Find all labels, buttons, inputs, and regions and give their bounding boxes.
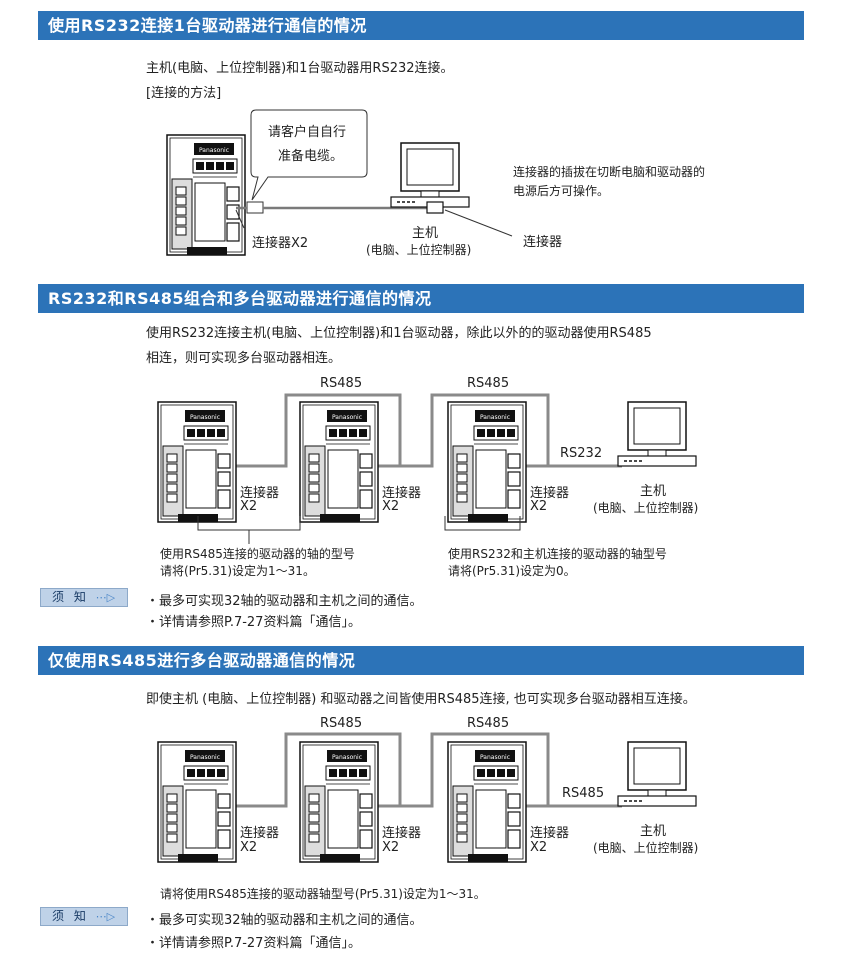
brand-label: Panasonic <box>199 147 229 154</box>
note-item: ・详情请参照P.7-27资料篇「通信」。 <box>146 936 361 951</box>
host-sub-label: (电脑、上位控制器) <box>593 501 699 515</box>
note-badge: 须 知 ⋯▷ <box>40 907 128 926</box>
computer-monitor-icon <box>390 142 470 208</box>
section1-diagram <box>166 109 513 256</box>
rs232-label: RS232 <box>560 446 603 461</box>
host-label: 主机 <box>412 226 439 241</box>
section3-intro: 即使主机 (电脑、上位控制器) 和驱动器之间皆使用RS485连接, 也可实现多台… <box>146 692 696 707</box>
connector-x2-label: 连接器X2 <box>252 236 309 251</box>
section3-caption: 请将使用RS485连接的驱动器轴型号(Pr5.31)设定为1～31。 <box>160 887 486 901</box>
section1-note-line2: 电源后方可操作。 <box>513 184 610 198</box>
rs485-label: RS485 <box>320 716 363 731</box>
rs485-label: RS485 <box>467 376 510 391</box>
host-label: 主机 <box>640 824 667 839</box>
section1-note-line1: 连接器的插拔在切断电脑和驱动器的 <box>513 165 706 179</box>
caption-left-line2: 请将(Pr5.31)设定为1～31。 <box>160 564 315 578</box>
note-badge: 须 知 ⋯▷ <box>40 588 128 607</box>
connector-label: 连接器 <box>240 826 280 841</box>
section3-title: 仅使用RS485进行多台驱动器通信的情况 <box>38 646 804 675</box>
section3-diagram <box>157 732 697 863</box>
x2-label: X2 <box>530 840 548 855</box>
brand-label: Panasonic <box>332 414 362 421</box>
computer-monitor-icon <box>617 741 697 807</box>
rs485-label: RS485 <box>562 786 605 801</box>
host-sub-label: (电脑、上位控制器) <box>366 243 472 257</box>
host-sub-label: (电脑、上位控制器) <box>593 841 699 855</box>
caption-right-line2: 请将(Pr5.31)设定为0。 <box>448 564 576 578</box>
connector-label: 连接器 <box>530 826 570 841</box>
brand-label: Panasonic <box>332 754 362 761</box>
section1-title: 使用RS232连接1台驱动器进行通信的情况 <box>38 11 804 40</box>
note-item: ・最多可实现32轴的驱动器和主机之间的通信。 <box>146 913 423 928</box>
x2-label: X2 <box>382 499 400 514</box>
section2-title: RS232和RS485组合和多台驱动器进行通信的情况 <box>38 284 804 313</box>
connector-label: 连接器 <box>530 486 570 501</box>
dotted-arrow-icon: ⋯▷ <box>95 591 116 604</box>
section1-method: [连接的方法] <box>146 86 222 101</box>
note-badge-label: 须 知 <box>52 909 89 923</box>
section2-intro-line1: 使用RS232连接主机(电脑、上位控制器)和1台驱动器，除此以外的的驱动器使用R… <box>146 326 652 341</box>
caption-left-line1: 使用RS485连接的驱动器的轴的型号 <box>160 547 355 561</box>
rs485-label: RS485 <box>467 716 510 731</box>
brand-label: Panasonic <box>190 754 220 761</box>
x2-label: X2 <box>240 499 258 514</box>
connector-label: 连接器 <box>382 486 422 501</box>
connector-label: 连接器 <box>523 235 563 250</box>
brand-label: Panasonic <box>190 414 220 421</box>
callout-line2: 准备电缆。 <box>278 149 344 164</box>
x2-label: X2 <box>530 499 548 514</box>
connector-label: 连接器 <box>382 826 422 841</box>
dotted-arrow-icon: ⋯▷ <box>95 910 116 923</box>
note-item: ・最多可实现32轴的驱动器和主机之间的通信。 <box>146 594 423 609</box>
brand-label: Panasonic <box>480 414 510 421</box>
section1-intro: 主机(电脑、上位控制器)和1台驱动器用RS232连接。 <box>146 61 454 76</box>
computer-monitor-icon <box>617 401 697 467</box>
rs485-label: RS485 <box>320 376 363 391</box>
note-item: ・详情请参照P.7-27资料篇「通信」。 <box>146 615 361 630</box>
caption-right-line1: 使用RS232和主机连接的驱动器的轴型号 <box>448 547 667 561</box>
x2-label: X2 <box>240 840 258 855</box>
section2-intro-line2: 相连，则可实现多台驱动器相连。 <box>146 351 342 366</box>
host-label: 主机 <box>640 484 667 499</box>
note-badge-label: 须 知 <box>52 590 89 604</box>
callout-line1: 请客户自自行 <box>268 125 347 140</box>
brand-label: Panasonic <box>480 754 510 761</box>
x2-label: X2 <box>382 840 400 855</box>
section2-diagram <box>157 393 697 544</box>
connector-label: 连接器 <box>240 486 280 501</box>
